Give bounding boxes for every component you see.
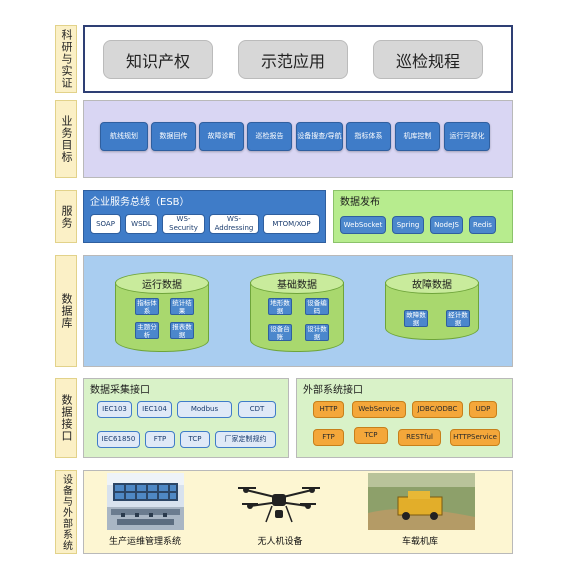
- row-label-service: 服务: [55, 190, 77, 243]
- esb-mtom-xop[interactable]: MTOM/XOP: [263, 214, 320, 234]
- ext-restful[interactable]: RESTful: [398, 429, 441, 446]
- ext-udp[interactable]: UDP: [469, 401, 497, 418]
- publish-title: 数据发布: [340, 197, 380, 208]
- db-base-title[interactable]: 基础数据: [250, 272, 344, 294]
- esb-title: 企业服务总线（ESB）: [90, 197, 190, 208]
- device-caption-vehicle-hangar: 车载机库: [401, 537, 438, 547]
- ext-webservice[interactable]: WebService: [352, 401, 406, 418]
- vehicle-picture: [368, 473, 475, 530]
- db-running-title[interactable]: 运行数据: [115, 272, 209, 294]
- db-fault-title[interactable]: 故障数据: [385, 272, 479, 294]
- collect-tcp[interactable]: TCP: [180, 431, 210, 448]
- db-running-item: 指标体系: [135, 298, 159, 315]
- row-label-devices: 设备与外部系统: [55, 470, 77, 554]
- goal-operation-visualization[interactable]: 运行可视化: [444, 122, 490, 151]
- db-running-item: 报表数据: [170, 322, 194, 339]
- publish-websocket[interactable]: WebSocket: [340, 216, 386, 234]
- collect-title: 数据采集接口: [90, 385, 150, 396]
- goal-fault-diagnosis[interactable]: 故障诊断: [199, 122, 244, 151]
- publish-redis[interactable]: Redis: [469, 216, 496, 234]
- ext-ftp[interactable]: FTP: [313, 429, 344, 446]
- db-base-item: 地形数据: [268, 298, 292, 315]
- external-title: 外部系统接口: [303, 385, 363, 396]
- row-label-text: 服务: [60, 204, 73, 229]
- publish-nodejs[interactable]: NodeJS: [430, 216, 463, 234]
- goal-data-return[interactable]: 数据回传: [151, 122, 196, 151]
- goal-inspection-report[interactable]: 巡检报告: [247, 122, 292, 151]
- collect-iec103[interactable]: IEC103: [97, 401, 132, 418]
- collect-iec61850[interactable]: IEC61850: [97, 431, 140, 448]
- control-room-image: [107, 473, 184, 530]
- row-label-database: 数据库: [55, 255, 77, 367]
- esb-wsdl[interactable]: WSDL: [125, 214, 158, 234]
- db-fault-item: 故障数据: [404, 310, 428, 327]
- db-running-item: 统计结果: [170, 298, 194, 315]
- vehicle-hangar-image: [368, 473, 475, 530]
- ext-httpservice[interactable]: HTTPService: [450, 429, 500, 446]
- collect-ftp[interactable]: FTP: [145, 431, 175, 448]
- esb-ws-security[interactable]: WS-Security: [162, 214, 205, 234]
- goal-index-system[interactable]: 指标体系: [346, 122, 391, 151]
- drone-image: [234, 480, 324, 528]
- row-label-research: 科研与实证: [55, 25, 77, 93]
- ext-tcp[interactable]: TCP: [354, 427, 388, 444]
- db-running-item: 主题分析: [135, 322, 159, 339]
- esb-soap[interactable]: SOAP: [90, 214, 121, 234]
- drone-icon: [238, 487, 320, 523]
- collect-iec104[interactable]: IEC104: [137, 401, 172, 418]
- device-caption-ops-system: 生产运维管理系统: [108, 537, 181, 547]
- inspection-rules-chip[interactable]: 巡检规程: [373, 40, 483, 79]
- goal-hangar-control[interactable]: 机库控制: [395, 122, 440, 151]
- collect-cdt[interactable]: CDT: [238, 401, 276, 418]
- publish-spring[interactable]: Spring: [392, 216, 424, 234]
- ip-chip[interactable]: 知识产权: [103, 40, 213, 79]
- row-label-text: 设备与外部系统: [60, 473, 72, 551]
- collect-modbus[interactable]: Modbus: [177, 401, 232, 418]
- db-fault-item: 经计数据: [446, 310, 470, 327]
- db-base-item: 设计数据: [305, 324, 329, 341]
- control-room-picture: [107, 473, 184, 530]
- row-label-text: 数据库: [60, 293, 73, 329]
- demo-application-chip[interactable]: 示范应用: [238, 40, 348, 79]
- goal-route-planning[interactable]: 航线规划: [100, 122, 148, 151]
- device-caption-drone: 无人机设备: [257, 537, 303, 547]
- row-label-business: 业务目标: [55, 100, 77, 178]
- db-base-item: 设备编码: [305, 298, 329, 315]
- collect-custom-protocol[interactable]: 厂家定制规约: [215, 431, 276, 448]
- row-label-interface: 数据接口: [55, 378, 77, 458]
- row-label-text: 科研与实证: [60, 29, 73, 89]
- ext-jdbc-odbc[interactable]: JDBC/ODBC: [412, 401, 463, 418]
- goal-equipment-search[interactable]: 设备搜查/导航: [296, 122, 343, 151]
- row-label-text: 数据接口: [60, 394, 73, 442]
- ext-http[interactable]: HTTP: [313, 401, 344, 418]
- row-label-text: 业务目标: [60, 115, 73, 163]
- esb-ws-addressing[interactable]: WS-Addressing: [209, 214, 259, 234]
- db-base-item: 设备台账: [268, 324, 292, 341]
